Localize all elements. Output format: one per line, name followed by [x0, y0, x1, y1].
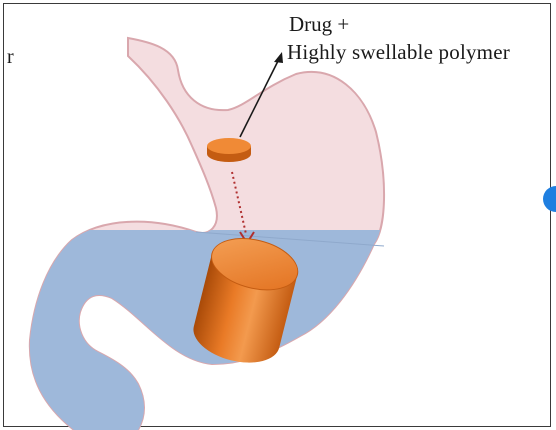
stomach-shape	[0, 38, 556, 430]
callout-arrowhead	[274, 52, 283, 63]
callout-label-line2: Highly swellable polymer	[287, 40, 510, 65]
callout-label-line1: Drug +	[289, 12, 349, 37]
left-edge-label: r	[7, 46, 14, 69]
small-tablet-icon	[207, 138, 251, 162]
